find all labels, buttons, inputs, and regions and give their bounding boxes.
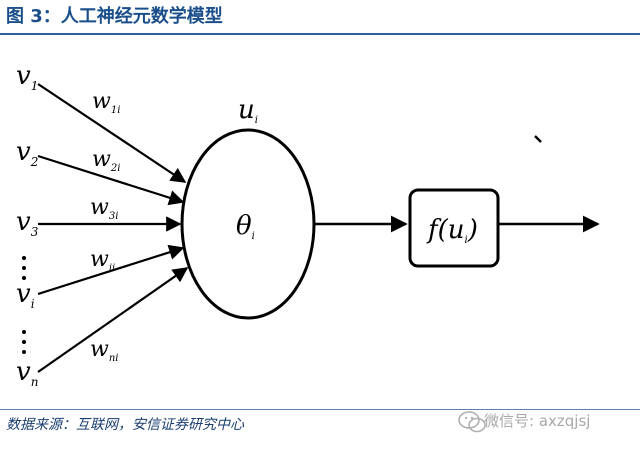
input-label-i: vi	[16, 279, 35, 311]
activation-function-label: f(ui)	[426, 215, 478, 246]
input-label-2: v2	[16, 137, 38, 169]
input-arrow-2	[37, 154, 185, 206]
ellipsis-dots-lower	[22, 330, 26, 354]
input-label-1: v1	[16, 61, 38, 93]
weight-label-n: wni	[90, 337, 118, 364]
weight-label-1: w1i	[92, 89, 120, 116]
input-label-3: v3	[16, 207, 39, 239]
wechat-watermark-text: 微信号: axzqjsj	[484, 412, 591, 430]
input-arrow-1	[37, 83, 187, 183]
wechat-watermark-icon	[458, 411, 486, 433]
neuron-diagram: v1 v2 v3 vi vn w1i w2i w3i wii wni θi ui…	[16, 61, 600, 389]
input-label-n: vn	[16, 357, 38, 389]
input-arrow-i	[37, 244, 185, 296]
source-note: 数据来源：互联网，安信证券研究中心	[6, 417, 244, 433]
input-arrow-n	[37, 267, 189, 373]
ellipsis-dots-upper	[22, 256, 26, 280]
weight-label-2: w2i	[92, 147, 120, 174]
figure-title: 图 3：人工神经元数学模型	[6, 6, 223, 27]
output-label: ui	[238, 95, 258, 126]
title-divider	[0, 33, 640, 35]
footer-divider	[0, 409, 640, 410]
weight-label-3: w3i	[90, 195, 118, 222]
stray-mark	[534, 135, 542, 143]
threshold-label: θi	[236, 211, 255, 242]
activation-function-box	[408, 188, 500, 268]
weight-label-i: wii	[90, 247, 115, 274]
